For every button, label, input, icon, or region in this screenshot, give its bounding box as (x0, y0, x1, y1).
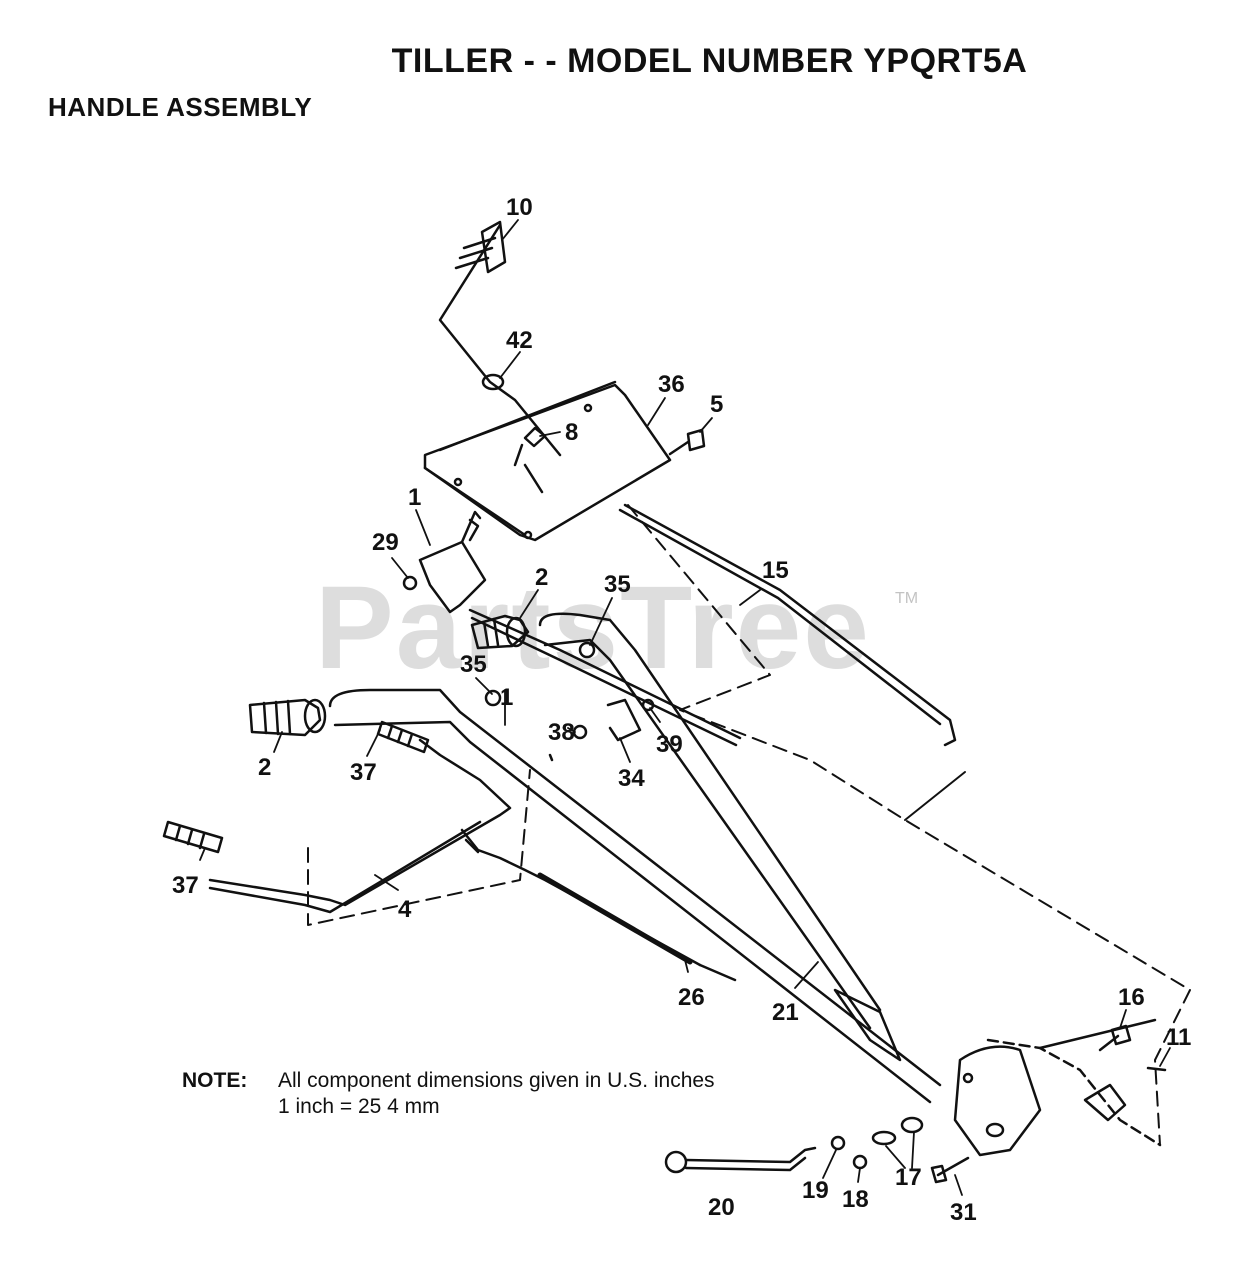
bracket-34 (606, 698, 642, 742)
callout-19: 19 (802, 1177, 829, 1204)
bracket-11 (1083, 1083, 1127, 1122)
callout-5: 5 (710, 391, 723, 418)
nut-35-upper (578, 641, 596, 659)
callout-18: 18 (842, 1186, 869, 1213)
callout-11: 11 (1166, 1024, 1191, 1051)
callout-26: 26 (678, 984, 705, 1011)
callout-36: 36 (658, 371, 685, 398)
callout-17: 17 (895, 1164, 922, 1191)
callout-39: 39 (656, 731, 683, 758)
dimension-note: NOTE: All component dimensions given in U… (182, 1068, 715, 1120)
rod-15-b (618, 508, 942, 726)
throttle-lever-1 (418, 510, 487, 614)
nut-18 (852, 1154, 868, 1170)
nut-29 (402, 575, 418, 591)
spacer-42 (481, 373, 505, 391)
handlebar-right-tube-b (543, 638, 872, 1030)
watermark-trademark: TM (895, 590, 919, 607)
grip-2-lower (248, 698, 327, 737)
bushing-17 (871, 1116, 924, 1146)
callout-21: 21 (772, 999, 799, 1026)
pin-11 (1146, 1066, 1167, 1072)
grip-2-upper (470, 614, 530, 650)
callout-42: 42 (506, 327, 533, 354)
page-title: TILLER - - MODEL NUMBER YPQRT5A (391, 42, 1028, 80)
callout-37-upper: 37 (350, 759, 377, 786)
callout-34: 34 (618, 765, 645, 792)
callout-35-lower: 35 (460, 651, 487, 678)
throttle-cable-b (470, 616, 738, 747)
grip-37-upper (376, 720, 430, 754)
washer-19 (830, 1135, 846, 1151)
frame-outline-dashed-3 (307, 769, 531, 926)
note-line-2: 1 inch = 25 4 mm (278, 1095, 440, 1118)
handlebar-tube-21 (328, 688, 942, 1087)
note-label: NOTE: (182, 1069, 248, 1092)
handlebar-tube-21-b (333, 720, 932, 1104)
bolt-8 (513, 426, 547, 494)
callout-35-upper: 35 (604, 571, 631, 598)
frame-outline-dashed-2 (904, 771, 966, 821)
callout-20: 20 (708, 1194, 735, 1221)
section-subtitle: HANDLE ASSEMBLY (48, 92, 313, 122)
nut-35-lower (484, 689, 502, 707)
control-panel-36 (423, 380, 672, 542)
bolt-5 (668, 428, 706, 456)
callout-2-upper: 2 (535, 564, 548, 591)
lever-20 (664, 1146, 817, 1174)
handlebar-right-tube (538, 612, 882, 1012)
callout-1-upper: 1 (408, 484, 421, 511)
callout-8: 8 (565, 419, 578, 446)
watermark-logo: PartsTree (315, 562, 871, 694)
throttle-cable (468, 608, 742, 740)
callout-4: 4 (398, 896, 412, 923)
callout-10: 10 (506, 194, 533, 221)
frame-outline-dashed (627, 504, 1191, 991)
callout-16: 16 (1118, 984, 1145, 1011)
callout-37-lower: 37 (172, 872, 199, 899)
shift-lever-4 (208, 738, 512, 907)
callout-1-lower: 1 (500, 684, 513, 711)
shift-rod-10 (438, 220, 562, 457)
callout-38: 38 (548, 719, 575, 746)
callout-29: 29 (372, 529, 399, 556)
shift-lever-4-b (208, 820, 482, 914)
note-line-1: All component dimensions given in U.S. i… (278, 1069, 715, 1092)
bolt-31 (930, 1156, 970, 1184)
grip-37-lower (162, 820, 224, 854)
bolt-16 (1098, 1024, 1132, 1052)
control-cable-26 (460, 828, 737, 982)
callout-31: 31 (950, 1199, 977, 1226)
frame-outline-dashed-4 (1154, 989, 1191, 1146)
mounting-plate (953, 1018, 1162, 1157)
tube-joint (833, 988, 902, 1062)
callout-2-lower: 2 (258, 754, 271, 781)
callout-15: 15 (762, 557, 789, 584)
rod-15 (623, 503, 957, 747)
